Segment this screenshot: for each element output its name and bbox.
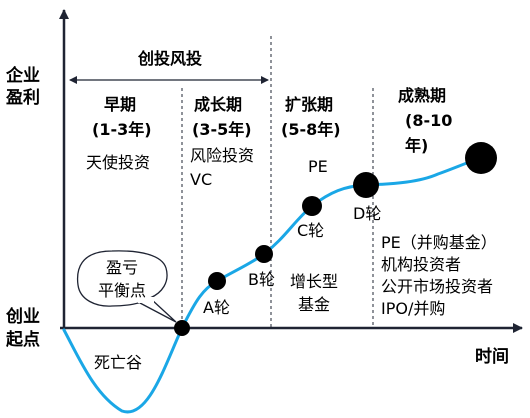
round-a-label: A轮 [203, 298, 230, 317]
lifecycle-curve [62, 156, 483, 414]
mature-investor-2: 机构投资者 [381, 255, 461, 274]
round-c-marker [302, 196, 322, 216]
callout-tail-mask [138, 297, 154, 303]
stage-early-investor: 天使投资 [86, 153, 150, 172]
valley-label: 死亡谷 [94, 353, 142, 372]
breakeven-point [174, 320, 190, 336]
breakeven-label-line1: 盈亏 [106, 258, 138, 277]
breakeven-label-line2: 平衡点 [98, 281, 146, 300]
stage-expansion-name: 扩张期 [285, 95, 333, 114]
growth-fund-line1: 增长型 [290, 272, 338, 291]
growth-fund-line2: 基金 [298, 295, 330, 314]
round-b-marker [255, 245, 273, 263]
y-axis-bottom-label-line2: 起点 [5, 329, 40, 350]
mature-investor-3: 公开市场投资者 [381, 277, 493, 296]
round-c-label: C轮 [297, 221, 324, 240]
stage-expansion-investor: PE [308, 157, 328, 176]
stage-growth-years: (3-5年) [192, 120, 252, 139]
x-axis-label: 时间 [475, 346, 509, 367]
round-a-marker [208, 272, 226, 290]
stage-growth-investor-2: VC [190, 170, 212, 189]
stage-early-years: (1-3年) [92, 120, 152, 139]
round-d-label: D轮 [353, 204, 381, 223]
breakeven-callout [76, 250, 177, 323]
maturity-marker [465, 142, 497, 174]
stage-growth-investor-1: 风险投资 [190, 146, 254, 165]
y-axis-top-label-line1: 企业 [5, 65, 40, 86]
stage-growth-name: 成长期 [194, 95, 242, 114]
stage-expansion-years: (5-8年) [281, 120, 341, 139]
stage-mature-years-line2: 年) [405, 136, 428, 155]
stage-mature-name: 成熟期 [398, 86, 446, 105]
stage-early-name: 早期 [104, 95, 136, 114]
round-d-marker [353, 172, 379, 198]
y-axis-top-label-line2: 盈利 [5, 87, 40, 108]
mature-investor-1: PE（并购基金） [381, 233, 497, 252]
vc-bracket-label: 创投风投 [137, 49, 202, 68]
mature-investor-4: IPO/并购 [381, 299, 445, 318]
round-b-label: B轮 [248, 270, 275, 289]
y-axis-bottom-label-line1: 创业 [5, 306, 40, 327]
stage-mature-years-line1: (8-10 [405, 111, 452, 130]
